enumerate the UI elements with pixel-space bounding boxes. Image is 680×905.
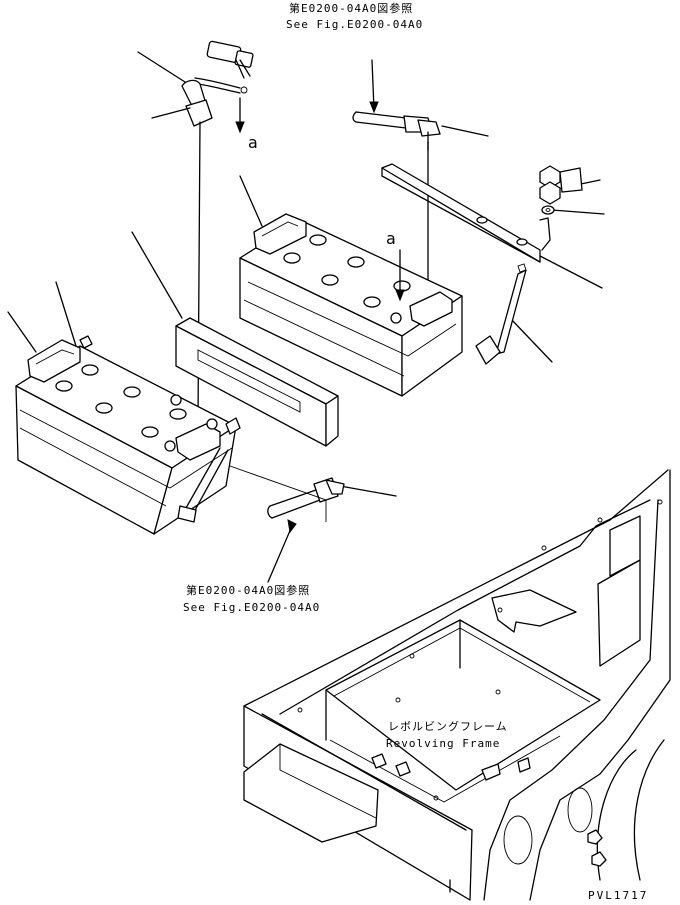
ref-bottom-en: See Fig.E0200-04A0: [183, 601, 321, 614]
nuts-washer: [539, 165, 583, 215]
drawing-id: PVL1717: [588, 889, 649, 902]
positive-cable-top: [352, 59, 489, 151]
battery-front: [15, 335, 241, 535]
hold-down-bar: [381, 163, 603, 365]
jumper-cable: [177, 447, 229, 523]
battery-rear: [239, 213, 463, 397]
revolving-frame: [243, 469, 671, 901]
ground-cable-top: [181, 40, 254, 134]
spacer-plate: [175, 317, 339, 447]
positive-cable-bottom: [229, 465, 345, 583]
ref-bottom-jp: 第E0200-04A0図参照: [186, 584, 311, 597]
ref-top-en: See Fig.E0200-04A0: [286, 18, 424, 31]
frame-label-en: Revolving Frame: [386, 737, 501, 750]
frame-label-jp: レボルビングフレーム: [388, 720, 508, 733]
marker-a2: a: [386, 229, 396, 248]
marker-a1: a: [248, 133, 258, 152]
ref-top-jp: 第E0200-04A0図参照: [289, 2, 414, 15]
